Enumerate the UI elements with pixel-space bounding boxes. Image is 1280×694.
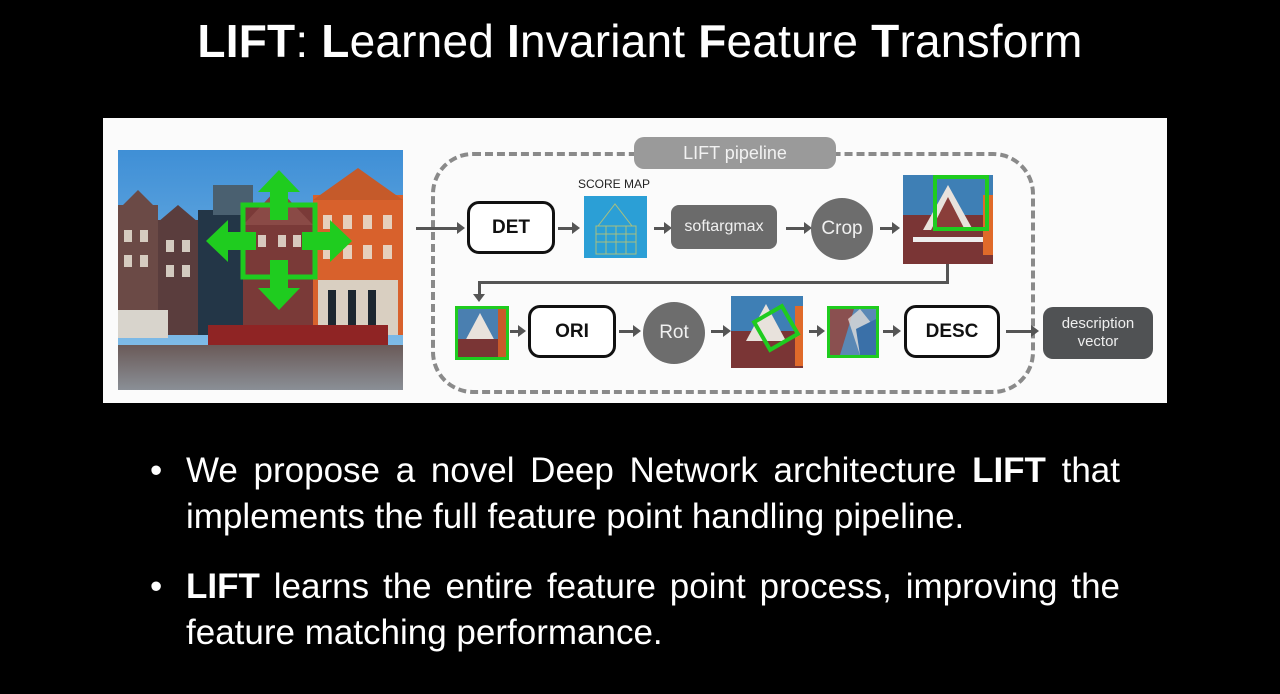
amsterdam-canal-image (118, 150, 403, 390)
title-part: : (295, 15, 322, 67)
bullet-text: LIFT learns the entire feature point pro… (186, 567, 1120, 652)
input-photo (118, 150, 403, 390)
title-part: nvariant (520, 15, 699, 67)
connector-horizontal (478, 281, 949, 284)
title-part: T (871, 15, 900, 67)
score-map-label: SCORE MAP (578, 177, 651, 191)
bullet-span: learns the entire feature point process,… (186, 567, 1120, 652)
score-map-image (584, 196, 647, 258)
softargmax-node: softargmax (671, 205, 777, 249)
output-line-1: description (1061, 315, 1135, 332)
title-part: eature (726, 15, 872, 67)
cropped-patch-image (903, 175, 993, 264)
aligned-patch-image (827, 306, 879, 358)
title-part: LIFT (197, 15, 296, 67)
crop-node: Crop (811, 198, 873, 260)
arrow-rotated-to-patch (809, 325, 825, 337)
arrow-input-to-det (416, 222, 465, 234)
arrow-patch-to-desc (883, 325, 901, 337)
arrow-rot-to-rotated (711, 325, 731, 337)
arrow-desc-to-output (1006, 325, 1039, 337)
description-vector-node: description vector (1043, 307, 1153, 359)
det-node: DET (467, 201, 555, 254)
rot-node: Rot (643, 302, 705, 364)
crop-highlight-box (933, 175, 989, 231)
bullet-emphasis: LIFT (972, 451, 1046, 490)
title-part: ransform (899, 15, 1083, 67)
arrow-ori-to-rot (619, 325, 641, 337)
title-part: earned (349, 15, 508, 67)
arrow-scoremap-to-softargmax (654, 222, 672, 234)
connector-arrowhead (473, 294, 485, 302)
arrow-det-to-scoremap (558, 222, 580, 234)
pipeline-label: LIFT pipeline (634, 137, 836, 169)
bullet-text: We propose a novel Deep Network architec… (186, 451, 1120, 536)
connector-vertical (946, 264, 949, 284)
output-line-2: vector (1077, 333, 1119, 350)
slide-title: LIFT: Learned Invariant Feature Transfor… (0, 14, 1280, 68)
bullet-item: • LIFT learns the entire feature point p… (150, 564, 1120, 656)
title-part: F (698, 15, 727, 67)
patch-image (455, 306, 509, 360)
bullet-dot: • (150, 451, 163, 490)
bullet-item: • We propose a novel Deep Network archit… (150, 448, 1120, 540)
rotated-highlight-box (751, 303, 801, 353)
ori-node: ORI (528, 305, 616, 358)
move-arrows-icon (206, 170, 352, 310)
title-part: I (507, 15, 520, 67)
arrow-softargmax-to-crop (786, 222, 812, 234)
connector-down (478, 281, 481, 297)
bullet-span: We propose a novel Deep Network architec… (186, 451, 973, 490)
bullet-dot: • (150, 567, 163, 606)
title-part: L (321, 15, 350, 67)
rotated-patch-image (731, 296, 803, 368)
pipeline-diagram: LIFT pipeline DET SCORE MAP softargmax C… (103, 118, 1167, 403)
arrow-crop-to-patch (880, 222, 900, 234)
arrow-patch-to-ori (510, 325, 526, 337)
bullet-list: • We propose a novel Deep Network archit… (150, 448, 1120, 680)
desc-node: DESC (904, 305, 1000, 358)
bullet-span: that implements the full feature point h… (186, 451, 1121, 536)
bullet-emphasis: LIFT (186, 567, 260, 606)
